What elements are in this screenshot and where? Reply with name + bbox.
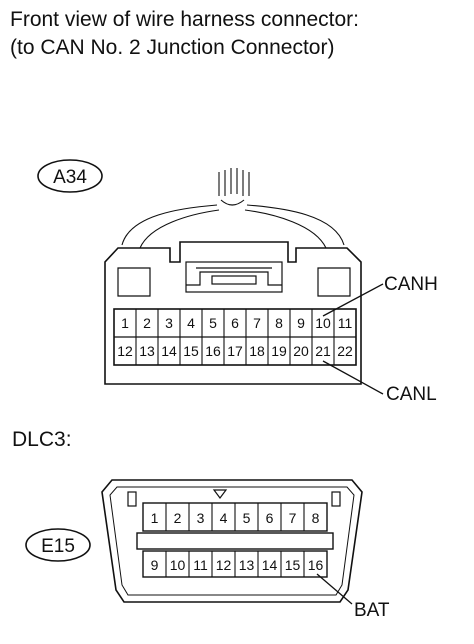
a34-housing: [104, 241, 362, 385]
pin-label: 11: [193, 557, 208, 573]
pin-label: 20: [293, 343, 309, 359]
canl-label: CANL: [386, 384, 437, 405]
pin-label: 19: [271, 343, 287, 359]
pin-label: 7: [253, 315, 261, 331]
bat-leader: [316, 573, 353, 605]
pin-label: 18: [249, 343, 265, 359]
pin-label: 2: [143, 315, 151, 331]
diagram-title: Front view of wire harness connector:: [10, 8, 359, 31]
dlc3-pins-bottom: 9 10 11 12 13 14 15 16: [151, 557, 324, 573]
pin-label: 12: [117, 343, 133, 359]
dlc3-slot-right: [331, 491, 341, 507]
connector-dlc3: [25, 479, 363, 605]
a34-latch: [185, 261, 283, 293]
pin-label: 22: [337, 343, 353, 359]
pin-label: 8: [312, 510, 320, 526]
pin-label: 13: [239, 557, 255, 573]
pin-label: 14: [161, 343, 177, 359]
pin-label: 16: [308, 557, 324, 573]
canh-label: CANH: [384, 274, 438, 295]
pin-label: 4: [187, 315, 195, 331]
pin-label: 7: [289, 510, 297, 526]
pin-label: 12: [216, 557, 232, 573]
pin-label: 1: [121, 315, 129, 331]
pin-label: 9: [151, 557, 159, 573]
pin-label: 3: [165, 315, 173, 331]
a34-pins-bottom: 12 13 14 15 16 17 18 19 20 21 22: [117, 343, 353, 359]
diagram-subtitle: (to CAN No. 2 Junction Connector): [10, 36, 335, 59]
e15-code: E15: [41, 536, 75, 557]
pin-label: 15: [285, 557, 301, 573]
a34-window-right: [317, 267, 351, 297]
canh-leader: [322, 283, 384, 317]
pin-label: 11: [338, 315, 353, 331]
pin-label: 14: [262, 557, 278, 573]
pin-label: 10: [170, 557, 186, 573]
connector-a34: [37, 159, 384, 395]
dlc3-key-notch: [212, 489, 228, 499]
dlc3-slot-left: [127, 491, 137, 507]
pin-label: 13: [139, 343, 155, 359]
pin-label: 16: [205, 343, 221, 359]
pin-label: 4: [220, 510, 228, 526]
pin-label: 9: [297, 315, 305, 331]
e15-badge-outline: [25, 528, 91, 562]
pin-label: 6: [231, 315, 239, 331]
dlc3-center-bar: [136, 532, 334, 550]
a34-badge-outline: [37, 159, 103, 193]
a34-window-left: [117, 267, 151, 297]
pin-label: 17: [227, 343, 243, 359]
pin-label: 1: [151, 510, 159, 526]
pin-label: 21: [315, 343, 331, 359]
pin-label: 5: [243, 510, 251, 526]
dlc3-inner-outline: [109, 486, 355, 596]
bat-label: BAT: [354, 600, 390, 621]
pin-label: 10: [315, 315, 331, 331]
a34-wire-bundle: [121, 168, 345, 249]
dlc3-housing: [101, 479, 363, 603]
dlc3-pin-gridlines: [165, 503, 305, 577]
pin-label: 5: [209, 315, 217, 331]
a34-pin-gridlines: [135, 309, 335, 365]
a34-code: A34: [53, 167, 87, 188]
pin-label: 3: [197, 510, 205, 526]
pin-label: 15: [183, 343, 199, 359]
pin-label: 8: [275, 315, 283, 331]
pin-label: 2: [174, 510, 182, 526]
dlc3-label: DLC3:: [12, 428, 72, 451]
canl-leader: [322, 360, 384, 395]
pin-label: 6: [266, 510, 274, 526]
